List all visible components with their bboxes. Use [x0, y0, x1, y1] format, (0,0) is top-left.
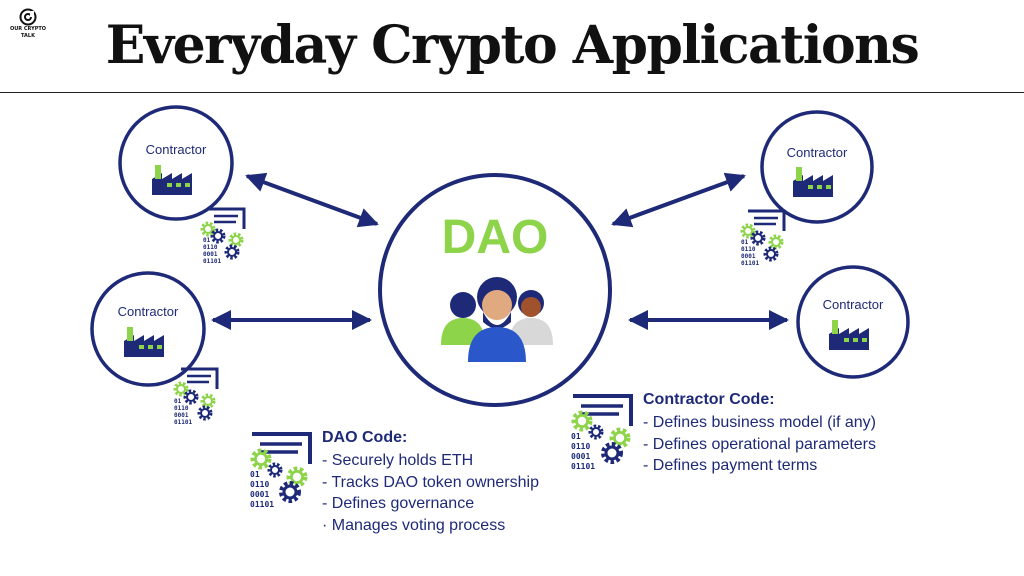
- contractor-node-top-right: Contractor: [760, 110, 874, 224]
- contractor-code-item: - Defines business model (if any): [643, 414, 876, 431]
- svg-text:01: 01: [250, 470, 260, 479]
- svg-text:0001: 0001: [174, 412, 189, 419]
- svg-text:01101: 01101: [250, 500, 274, 509]
- logo-text-line2: TALK: [21, 33, 35, 39]
- svg-text:0110: 0110: [250, 480, 269, 489]
- logo-text-line1: OUR CRYPTO: [9, 26, 47, 32]
- people-icon: [441, 277, 553, 362]
- arrow-dao-contractor-top-left: [245, 172, 379, 228]
- contractor-label: Contractor: [118, 304, 179, 319]
- svg-text:0110: 0110: [203, 244, 218, 251]
- contractor-label: Contractor: [787, 145, 848, 160]
- header-divider: [0, 92, 1024, 93]
- page-title: Everyday Crypto Applications: [105, 15, 920, 76]
- dao-code-item: - Tracks DAO token ownership: [322, 473, 539, 491]
- contractor-code-item: - Defines operational parameters: [643, 435, 877, 453]
- contractor-code-heading: Contractor Code:: [643, 391, 775, 408]
- svg-text:01: 01: [741, 239, 749, 246]
- contractor-label: Contractor: [823, 297, 884, 312]
- contractor-code-icon: 01 0110 0001 01101: [571, 394, 633, 471]
- dao-node: DAO: [378, 173, 612, 407]
- arrow-dao-contractor-top-right: [611, 172, 746, 228]
- svg-text:0110: 0110: [741, 246, 756, 253]
- contractor-code-icon-mid-left: 01 0110 0001 01101: [173, 367, 219, 426]
- dao-code-heading: DAO Code:: [322, 429, 408, 446]
- dao-label: DAO: [442, 211, 549, 264]
- svg-text:01: 01: [571, 432, 581, 441]
- contractor-node-mid-left: Contractor: [90, 271, 206, 387]
- svg-text:0001: 0001: [571, 452, 590, 461]
- contractor-code-icon-top-right: 01 0110 0001 01101: [740, 209, 786, 267]
- svg-text:0110: 0110: [571, 442, 590, 451]
- svg-text:0110: 0110: [174, 405, 189, 412]
- dao-code-notes: DAO Code: - Securely holds ETH - Tracks …: [322, 428, 539, 536]
- svg-text:01: 01: [203, 237, 211, 244]
- contractor-node-mid-right: Contractor: [796, 265, 910, 379]
- contractor-code-icon-top-left: 01 0110 0001 01101: [200, 207, 246, 265]
- contractor-node-top-left: Contractor: [118, 105, 234, 221]
- svg-text:0001: 0001: [741, 253, 756, 260]
- contractor-label: Contractor: [146, 142, 207, 157]
- svg-text:01101: 01101: [174, 419, 192, 426]
- dao-code-item: - Defines governance: [322, 495, 475, 512]
- svg-text:01101: 01101: [741, 260, 759, 267]
- svg-text:01101: 01101: [203, 258, 221, 265]
- dao-code-item: - Securely holds ETH: [322, 452, 474, 469]
- dao-code-icon: 01 0110 0001 01101: [250, 432, 312, 509]
- logo-icon: [19, 8, 37, 26]
- dao-code-item: · Manages voting process: [322, 516, 506, 534]
- svg-text:0001: 0001: [203, 251, 218, 258]
- contractor-code-notes: Contractor Code: - Defines business mode…: [643, 390, 876, 477]
- svg-text:01: 01: [174, 398, 182, 405]
- contractor-code-item: - Defines payment terms: [643, 457, 818, 474]
- svg-text:01101: 01101: [571, 462, 595, 471]
- brand-logo: OUR CRYPTO TALK: [6, 8, 50, 40]
- svg-text:0001: 0001: [250, 490, 269, 499]
